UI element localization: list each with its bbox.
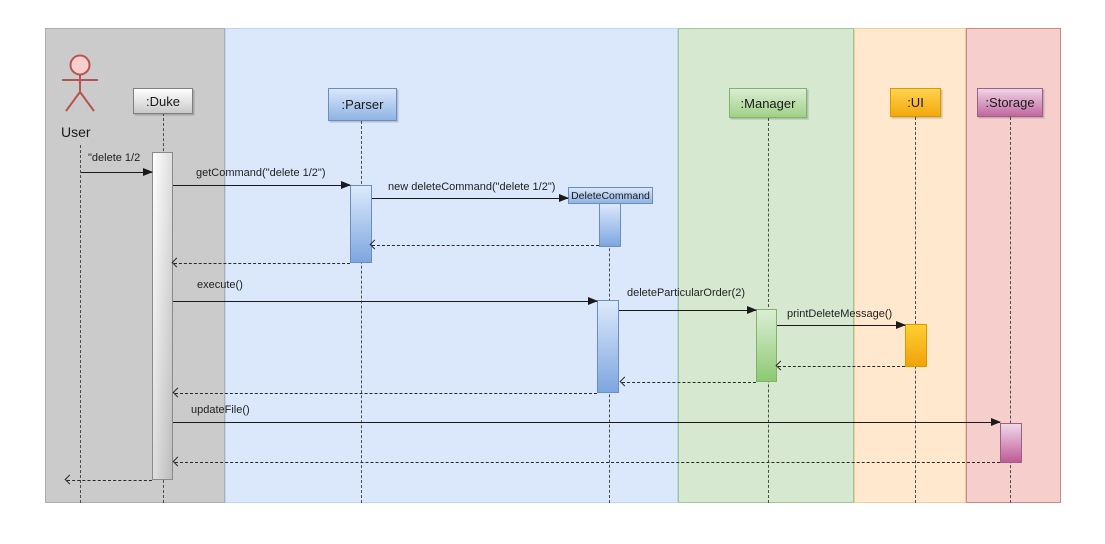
return-arrow-deletecommand-to-parser — [369, 239, 599, 250]
arrowhead-icon — [896, 321, 906, 329]
activation-parser — [350, 185, 372, 263]
swimlane-parser — [225, 28, 678, 503]
message-label-printmessage: printDeleteMessage() — [787, 308, 893, 320]
return-arrow-parser-to-duke — [171, 257, 350, 268]
arrowhead-icon — [747, 306, 757, 314]
actor-label: User — [61, 124, 91, 140]
message-arrow-printmessage — [777, 321, 906, 329]
arrowhead-icon — [588, 297, 598, 305]
participant-box-duke: :Duke — [133, 88, 193, 114]
message-arrow-deleteorder — [619, 306, 757, 314]
return-arrow-duke-to-user — [64, 474, 152, 485]
arrowhead-icon — [341, 181, 351, 189]
activation-deletecommand-2 — [597, 300, 619, 393]
return-arrow-deletecommand-to-duke — [172, 387, 597, 398]
user-actor-icon — [62, 54, 98, 112]
activation-duke — [152, 152, 173, 480]
message-arrow-getcommand — [173, 181, 351, 189]
lifeline-storage — [1010, 117, 1011, 503]
message-arrow-execute — [173, 297, 598, 305]
message-arrow-delete — [81, 168, 153, 176]
arrowhead-icon — [991, 418, 1001, 426]
return-arrow-manager-to-deletecommand — [619, 376, 756, 387]
participant-label-parser: :Parser — [341, 97, 384, 112]
activation-ui — [905, 324, 927, 367]
lifeline-user — [80, 145, 81, 503]
participant-box-manager: :Manager — [729, 88, 807, 118]
participant-label-manager: :Manager — [740, 95, 796, 111]
object-label-deletecommand: DeleteCommand — [571, 189, 650, 202]
message-label-updatefile: updateFile() — [191, 404, 250, 416]
object-box-deletecommand: DeleteCommand — [568, 187, 653, 204]
participant-label-duke: :Duke — [146, 93, 180, 109]
message-label-getcommand: getCommand("delete 1/2") — [196, 167, 326, 179]
message-label-newcommand: new deleteCommand("delete 1/2") — [388, 181, 556, 193]
arrowhead-icon — [559, 194, 569, 202]
return-arrow-storage-to-duke — [172, 456, 1000, 467]
activation-storage — [1000, 423, 1022, 463]
lifeline-parser — [361, 121, 362, 503]
message-label-execute: execute() — [197, 279, 243, 291]
participant-box-parser: :Parser — [328, 88, 397, 121]
participant-label-ui: :UI — [907, 95, 924, 110]
message-label-delete: "delete 1/2 — [88, 152, 141, 164]
participant-box-ui: :UI — [890, 88, 941, 117]
lifeline-ui — [915, 117, 916, 503]
participant-label-storage: :Storage — [985, 95, 1035, 110]
message-label-deleteorder: deleteParticularOrder(2) — [627, 287, 745, 299]
message-arrow-updatefile — [173, 418, 1001, 426]
arrowhead-icon — [143, 168, 153, 176]
message-arrow-newcommand — [372, 194, 569, 202]
activation-deletecommand-1 — [599, 203, 621, 247]
activation-manager — [756, 309, 777, 382]
return-arrow-ui-to-manager — [775, 360, 905, 371]
participant-box-storage: :Storage — [977, 88, 1043, 117]
